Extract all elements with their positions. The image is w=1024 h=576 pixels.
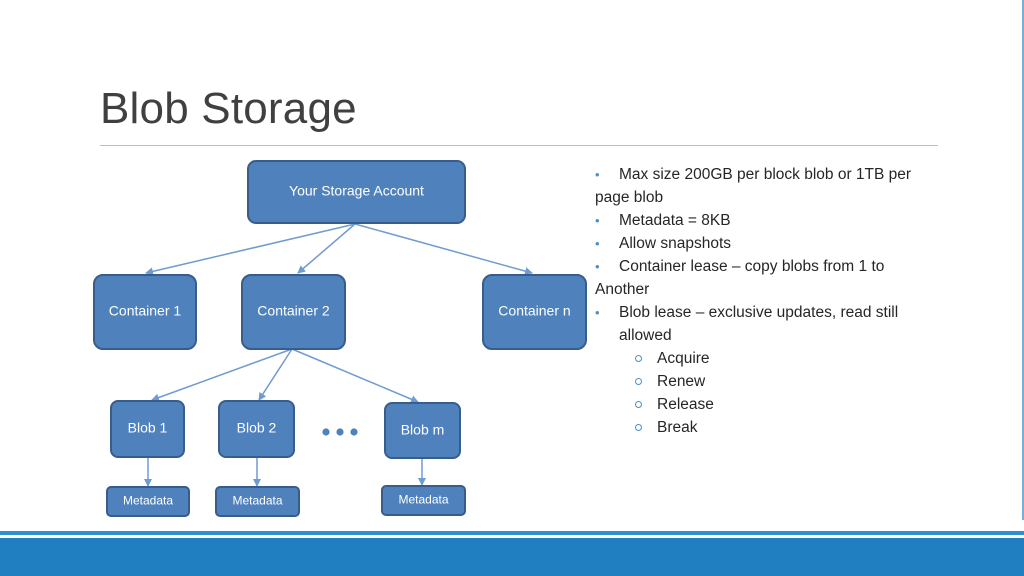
sub-bullet-release: Release [595, 393, 940, 416]
footer-accent-line [0, 531, 1024, 535]
title-divider [100, 145, 938, 146]
sub-bullet-acquire-text: Acquire [657, 350, 710, 367]
sub-bullet-break: Break [595, 416, 940, 439]
bullet-dot-icon: • [595, 236, 600, 251]
bullet-blob-lease-text: Blob lease – exclusive updates, read sti… [619, 304, 899, 344]
edge-account-container-1 [145, 223, 356, 276]
bullet-snapshots: • Allow snapshots [595, 232, 940, 255]
circle-bullet-icon [635, 424, 642, 431]
bullet-dot-icon: • [595, 167, 600, 182]
bullet-metadata: • Metadata = 8KB [595, 209, 940, 232]
container-n-node: Container n [482, 274, 587, 350]
edge-account-container-2 [297, 223, 356, 274]
blob-2-metadata-node: Metadata [215, 486, 300, 517]
edge-account-container-n [354, 223, 533, 275]
blob-1-label: Blob 1 [128, 420, 168, 436]
blob-m-metadata-node: Metadata [381, 485, 466, 516]
bullet-dot-icon: • [595, 305, 600, 320]
blob-m-metadata-label: Metadata [398, 493, 448, 507]
slide-title: Blob Storage [100, 84, 357, 133]
blob-2-node: Blob 2 [218, 400, 295, 458]
edge-container-2-blob-2 [258, 348, 293, 401]
circle-bullet-icon [635, 355, 642, 362]
bullet-max-size: •Max size 200GB per block blob or 1TB pe… [595, 163, 940, 209]
bullet-blob-lease: • Blob lease – exclusive updates, read st… [595, 301, 940, 347]
bullet-container-lease-text: Container lease – copy blobs from 1 to A… [595, 258, 885, 298]
bullet-max-size-text: Max size 200GB per block blob or 1TB per… [595, 166, 912, 206]
ellipsis-more-blobs [322, 428, 358, 436]
container-2-label: Container 2 [257, 303, 330, 319]
sub-bullet-acquire: Acquire [595, 347, 940, 370]
container-n-label: Container n [498, 303, 570, 319]
bullet-metadata-text: Metadata = 8KB [619, 212, 731, 229]
blob-m-label: Blob m [401, 422, 445, 438]
storage-hierarchy-diagram: Your Storage Account Container 1 Contain… [93, 160, 587, 517]
sub-bullet-renew-text: Renew [657, 373, 706, 390]
blob-2-label: Blob 2 [237, 420, 277, 436]
sub-bullet-renew: Renew [595, 370, 940, 393]
container-2-node: Container 2 [241, 274, 346, 350]
feature-bullet-list: •Max size 200GB per block blob or 1TB pe… [595, 163, 940, 439]
bullet-dot-icon: • [595, 213, 600, 228]
blob-1-node: Blob 1 [110, 400, 185, 458]
slide-edge-accent [1022, 0, 1024, 520]
edge-container-2-blob-m [291, 348, 419, 403]
bullet-dot-icon: • [595, 259, 600, 274]
sub-bullet-break-text: Break [657, 419, 698, 436]
container-1-label: Container 1 [109, 303, 182, 319]
circle-bullet-icon [635, 401, 642, 408]
circle-bullet-icon [635, 378, 642, 385]
storage-account-node: Your Storage Account [247, 160, 466, 224]
edge-container-2-blob-1 [151, 348, 293, 402]
sub-bullet-release-text: Release [657, 396, 714, 413]
bullet-container-lease: •Container lease – copy blobs from 1 to … [595, 255, 940, 301]
container-1-node: Container 1 [93, 274, 197, 350]
blob-m-node: Blob m [384, 402, 461, 459]
storage-account-label: Your Storage Account [289, 183, 424, 199]
blob-1-metadata-label: Metadata [123, 494, 173, 508]
blob-1-metadata-node: Metadata [106, 486, 190, 517]
footer-bar [0, 538, 1024, 576]
bullet-snapshots-text: Allow snapshots [619, 235, 732, 252]
blob-2-metadata-label: Metadata [232, 494, 282, 508]
